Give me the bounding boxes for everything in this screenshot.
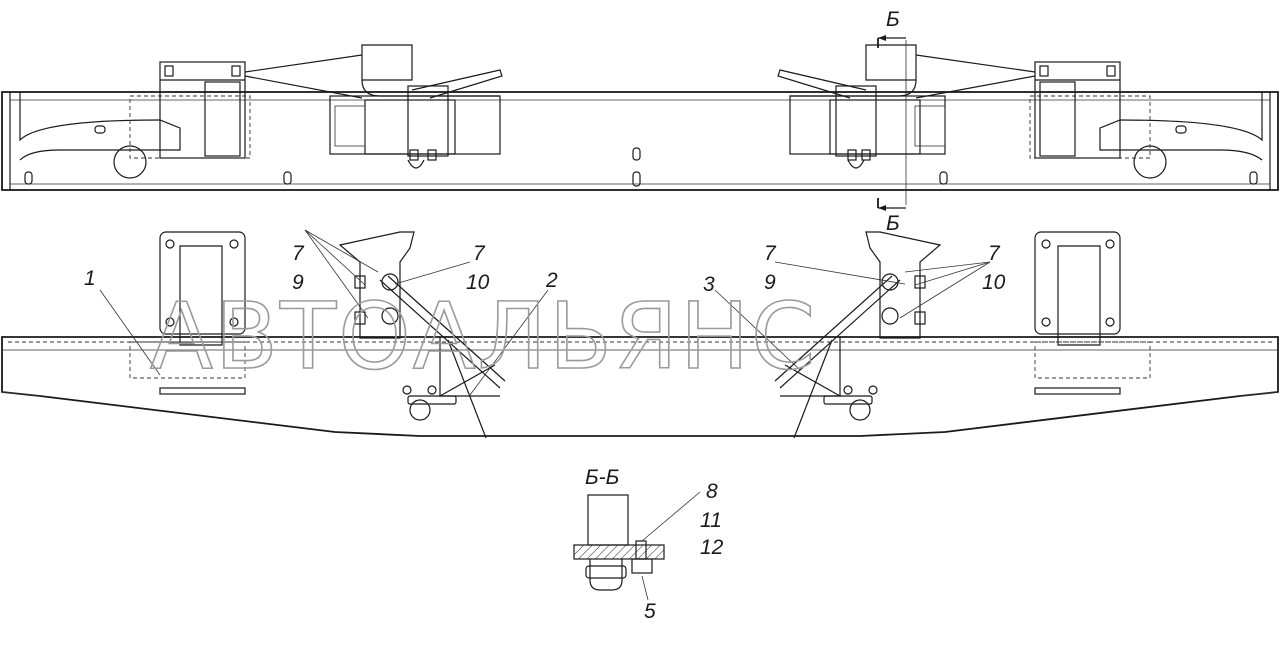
top-left-mount-plate (329, 95, 501, 155)
top-right-mount-plate (789, 95, 946, 155)
callout-7-right-b: 7 (988, 242, 1001, 265)
left-mount-hole (113, 145, 147, 179)
callout-8: 8 (706, 480, 718, 503)
top-beam-outline (1, 91, 1279, 191)
callout-9-left: 9 (292, 271, 304, 294)
callout-11: 11 (700, 509, 722, 532)
right-hook-pin (849, 399, 871, 421)
callout-7-left-b: 7 (473, 242, 486, 265)
left-hook-bracket (338, 231, 415, 339)
callout-3: 3 (703, 273, 715, 296)
section-mark-bottom: Б (886, 212, 900, 235)
section-frame-rail (587, 494, 629, 546)
callout-2: 2 (545, 269, 558, 292)
top-view: Б Б (1, 8, 1279, 235)
callout-10-right: 10 (982, 271, 1006, 294)
callout-7-right-a: 7 (764, 242, 777, 265)
right-mount-hole (1133, 145, 1167, 179)
callout-7-left-a: 7 (292, 242, 305, 265)
top-left-bracket (159, 61, 246, 159)
section-bumper-wall (573, 544, 665, 560)
callout-12: 12 (700, 536, 724, 559)
section-mark-top: Б (886, 8, 900, 31)
top-right-bracket (1034, 61, 1121, 159)
callout-9-right: 9 (764, 271, 776, 294)
callout-5: 5 (644, 600, 656, 623)
front-left-bracket (159, 231, 246, 335)
right-hook-bracket (865, 231, 942, 339)
callout-10-left: 10 (466, 271, 490, 294)
left-hook-pin (409, 399, 431, 421)
callout-1: 1 (84, 267, 96, 290)
section-view (573, 491, 701, 601)
front-right-bracket (1034, 231, 1121, 335)
watermark-text: АВТОАЛЬЯНС (150, 283, 817, 390)
section-view-title: Б-Б (585, 466, 619, 489)
front-view (1, 229, 1279, 439)
